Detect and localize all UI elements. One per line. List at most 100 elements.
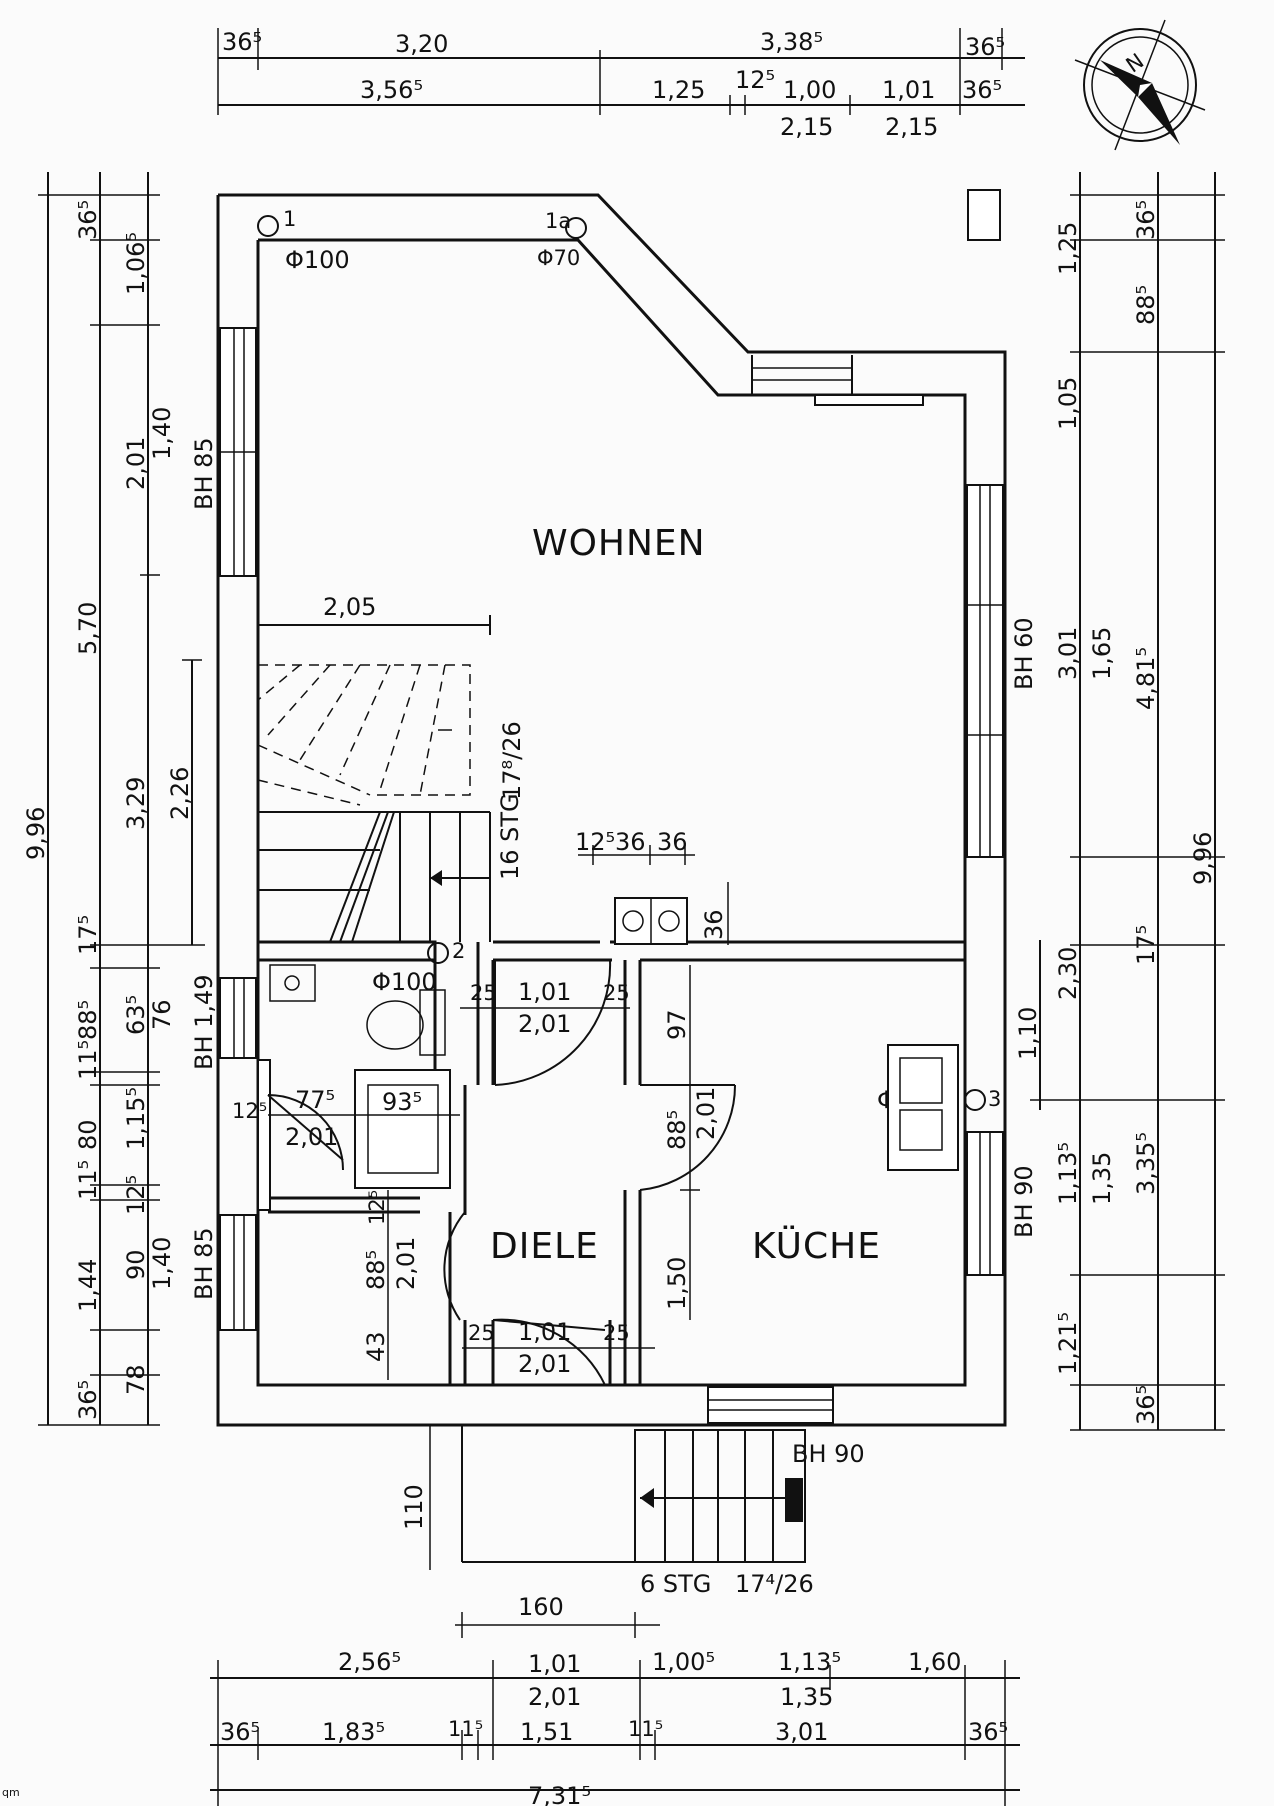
dim-hwr-4: 43	[362, 1331, 390, 1362]
dim-right-a1: 36⁵	[1132, 200, 1160, 240]
dim-wc-3: 77⁵	[295, 1086, 335, 1114]
dim-left-o6: 80	[74, 1119, 102, 1150]
window-label-bh90-right: BH 90	[1010, 1165, 1038, 1238]
dim-entry-width: 160	[518, 1593, 564, 1621]
dim-right-b8: 1,35	[1088, 1152, 1116, 1205]
dim-right-b3: 3,01	[1054, 627, 1082, 680]
dim-int-w1: 12⁵	[575, 828, 615, 856]
dim-hwr-1: 12⁵	[365, 1190, 389, 1225]
dim-wc-4: 2,01	[285, 1123, 338, 1151]
dim-right-b6: 1,10	[1014, 1007, 1042, 1060]
dim-hwr-3: 2,01	[392, 1237, 420, 1290]
dim-door1-d: 2,01	[518, 1010, 571, 1038]
stair-ratio-main: 17⁸/26	[498, 721, 526, 800]
dim-left-o7: 11⁵	[74, 1160, 102, 1200]
window-wc	[219, 977, 257, 1059]
dim-left-o3: 17⁵	[74, 915, 102, 955]
dim-left-m6: 12⁵	[122, 1175, 150, 1215]
interior-dimensions: 12⁵ 36 36 36 25 1,01 25 2,01 25 1,01 25 …	[232, 828, 729, 1380]
exterior-chimney-block	[967, 189, 1001, 241]
dim-door2-c: 25	[603, 1321, 630, 1345]
dim-left-m8: 78	[122, 1364, 150, 1395]
dim-top-r2-e: 1,01	[882, 76, 935, 104]
stair-steps-main: 16 STG	[496, 793, 524, 880]
dim-right-a5: 3,35⁵	[1132, 1132, 1160, 1195]
dim-top-r3-b: 2,15	[885, 113, 938, 141]
chimney-1-number: 1	[283, 207, 296, 231]
dim-door2-a: 25	[468, 1321, 495, 1345]
dim-bottom-r1-e: 1,60	[908, 1648, 961, 1676]
kitchen-sink	[887, 1044, 959, 1171]
dim-bottom-r3-b: 1,83⁵	[322, 1718, 385, 1746]
dim-right-b9: 1,21⁵	[1054, 1312, 1082, 1375]
dim-left-i2: 2,26	[166, 767, 194, 820]
door-wc	[267, 1094, 344, 1171]
dim-left-m4: 63⁵	[122, 995, 150, 1035]
dim-right-a2: 88⁵	[1132, 285, 1160, 325]
bottom-dimension-chain: 2,56⁵ 1,01 1,00⁵ 1,13⁵ 1,60 2,01 1,35 36…	[210, 1648, 1020, 1806]
dim-left-m7: 90	[122, 1249, 150, 1280]
dim-door2-b: 1,01	[518, 1318, 571, 1346]
chimney-2: 2 Φ100	[372, 939, 465, 996]
dim-top-r2-d: 1,00	[783, 76, 836, 104]
chimney-1a: 1a Φ70	[537, 209, 587, 270]
dim-kueche-k2: 88⁵	[663, 1110, 691, 1150]
dim-top-r1-a: 36⁵	[222, 28, 262, 56]
dim-top-r3-a: 2,15	[780, 113, 833, 141]
dim-kueche-k3: 2,01	[692, 1087, 720, 1140]
dim-top-r2-f: 36⁵	[962, 76, 1002, 104]
dim-right-b2: 1,05	[1054, 377, 1082, 430]
dim-int-w2: 36	[615, 828, 646, 856]
dim-bottom-total: 7,31⁵	[528, 1782, 591, 1806]
room-label-wohnen: WOHNEN	[532, 523, 706, 564]
dim-left-o8: 1,44	[74, 1259, 102, 1312]
dim-right-a4: 17⁵	[1132, 925, 1160, 965]
dim-right-outer: 9,96	[1189, 832, 1217, 885]
dim-bottom-r3-f: 3,01	[775, 1718, 828, 1746]
dim-left-o9: 36⁵	[74, 1380, 102, 1420]
entry-staircase: 110 6 STG 17⁴/26 160	[400, 1425, 814, 1638]
chimney-3-number: 3	[988, 1087, 1001, 1111]
dim-bottom-r3-d: 1,51	[520, 1718, 573, 1746]
dim-top-r1-b: 3,20	[395, 30, 448, 58]
dim-bottom-r3-c: 11⁵	[448, 1717, 483, 1741]
dim-bottom-r3-g: 36⁵	[968, 1718, 1008, 1746]
dim-right-b5: 2,30	[1054, 947, 1082, 1000]
dim-bottom-r2-a: 2,01	[528, 1683, 581, 1711]
dim-bottom-r1-a: 2,56⁵	[338, 1648, 401, 1676]
dim-int-w3: 36	[657, 828, 688, 856]
window-label-bh85-bottom: BH 85	[190, 1227, 218, 1300]
window-wohnen-left	[219, 327, 257, 577]
dim-hwr-2: 88⁵	[362, 1250, 390, 1290]
main-staircase: 2,05 17⁸/26 16 STG	[257, 593, 526, 943]
dim-right-a3: 4,81⁵	[1132, 647, 1160, 710]
window-label-bh60: BH 60	[1010, 617, 1038, 690]
window-hwr	[219, 1214, 257, 1331]
stair-steps-entry: 6 STG	[640, 1570, 711, 1598]
dim-bottom-r3-a: 36⁵	[220, 1718, 260, 1746]
window-wohnen-right	[966, 484, 1004, 858]
dim-bottom-r1-b: 1,01	[528, 1650, 581, 1678]
wc-room	[269, 964, 451, 1189]
dim-right-b4: 1,65	[1088, 627, 1116, 680]
dim-door1-b: 1,01	[518, 978, 571, 1006]
dim-door2-d: 2,01	[518, 1350, 571, 1378]
dim-right-b7: 1,13⁵	[1054, 1142, 1082, 1205]
outer-walls	[216, 189, 1007, 1427]
dim-top-r2-b: 1,25	[652, 76, 705, 104]
stair-ratio-entry: 17⁴/26	[735, 1570, 814, 1598]
dim-left-o4: 88⁵	[74, 1000, 102, 1040]
right-dimension-chain: 1,25 1,05 3,01 2,30 1,10 1,13⁵ 1,21⁵ 36⁵…	[1014, 172, 1225, 1431]
dim-left-i4: 1,40	[148, 1237, 176, 1290]
dim-stair-width: 2,05	[323, 593, 376, 621]
dim-top-r1-c: 3,38⁵	[760, 28, 823, 56]
door-hwr	[443, 1211, 466, 1321]
dim-left-o2: 5,70	[74, 602, 102, 655]
dim-left-i1: 1,40	[148, 407, 176, 460]
dim-bottom-r1-d: 1,13⁵	[778, 1648, 841, 1676]
dim-kueche-k4: 1,50	[663, 1257, 691, 1310]
dim-left-i3: 76	[148, 999, 176, 1030]
dim-bottom-r3-e: 11⁵	[628, 1717, 663, 1741]
dim-right-b1: 1,25	[1054, 222, 1082, 275]
